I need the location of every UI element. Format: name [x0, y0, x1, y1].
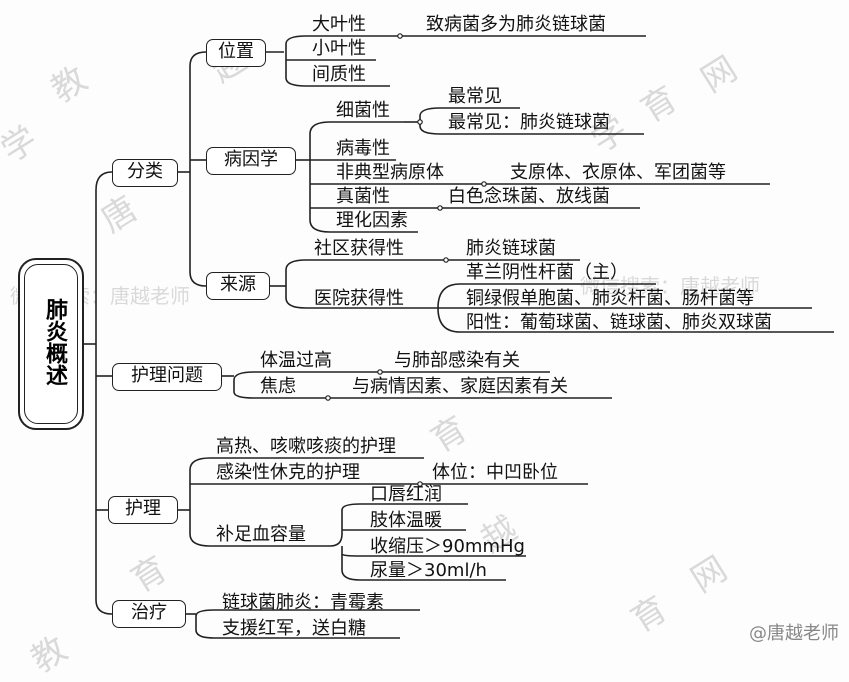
hospital-note-species: 铜绿假单胞菌、肺炎杆菌、肠杆菌等 — [466, 288, 754, 309]
watermark-search: 微信搜索：唐越老师 — [580, 274, 760, 298]
issue-fever: 体温过高 — [260, 350, 332, 371]
atypical-note: 支原体、衣原体、军团菌等 — [510, 162, 726, 183]
node-nursing-issues: 护理问题 — [112, 363, 222, 391]
volume-sign-systolic: 收缩压＞90mmHg — [370, 536, 525, 557]
bacterial-note-pathogen: 最常见：肺炎链球菌 — [448, 112, 610, 133]
mind-map: 学 教 唐 越 学 育 网 育 越 教 育 育 网 微信搜索：唐越老师 微信搜索… — [0, 14, 839, 681]
treat-strep: 链球菌肺炎：青霉素 — [222, 592, 384, 613]
location-lobular: 小叶性 — [312, 38, 366, 59]
node-classify: 分类 — [112, 159, 178, 187]
etiology-bacterial: 细菌性 — [336, 100, 390, 121]
issue-fever-note: 与肺部感染有关 — [394, 350, 520, 371]
etiology-physchem: 理化因素 — [336, 210, 408, 231]
etiology-atypical: 非典型病原体 — [336, 162, 444, 183]
node-source: 来源 — [206, 272, 270, 300]
care-volume: 补足血容量 — [216, 524, 306, 545]
node-etiology: 病因学 — [206, 147, 296, 175]
watermark-handle: @唐越老师 — [749, 623, 839, 644]
volume-sign-limbs: 肢体温暖 — [370, 510, 442, 531]
care-shock: 感染性休克的护理 — [216, 462, 360, 483]
source-hospital: 医院获得性 — [314, 288, 404, 309]
location-lobar: 大叶性 — [312, 14, 366, 35]
node-treatment: 治疗 — [112, 600, 186, 628]
connector-lines — [84, 33, 834, 639]
treat-support: 支援红军，送白糖 — [222, 618, 366, 639]
issue-anxiety: 焦虑 — [260, 376, 296, 397]
fungal-note: 白色念珠菌、放线菌 — [448, 186, 610, 207]
hospital-note-gram-negative: 革兰阴性杆菌（主） — [466, 262, 628, 283]
volume-sign-lips: 口唇红润 — [370, 484, 442, 505]
node-nursing-care: 护理 — [108, 496, 178, 524]
hospital-note-gram-positive: 阳性：葡萄球菌、链球菌、肺炎双球菌 — [466, 312, 772, 333]
root-node-inner-border — [24, 264, 78, 424]
etiology-viral: 病毒性 — [336, 138, 390, 159]
bacterial-note-common: 最常见 — [448, 86, 502, 107]
community-note: 肺炎链球菌 — [466, 238, 556, 259]
etiology-fungal: 真菌性 — [336, 186, 390, 207]
care-fever-cough: 高热、咳嗽咳痰的护理 — [216, 436, 396, 457]
root-node: 肺炎概述 — [18, 258, 84, 430]
location-interstitial: 间质性 — [312, 64, 366, 85]
issue-anxiety-note: 与病情因素、家庭因素有关 — [352, 376, 568, 397]
node-location: 位置 — [206, 39, 266, 67]
care-shock-note: 体位：中凹卧位 — [432, 462, 558, 483]
root-node-label: 肺炎概述 — [42, 298, 67, 386]
volume-sign-urine: 尿量＞30ml/h — [370, 560, 487, 581]
lobar-pathogen-note: 致病菌多为肺炎链球菌 — [426, 14, 606, 35]
source-community: 社区获得性 — [314, 238, 404, 259]
